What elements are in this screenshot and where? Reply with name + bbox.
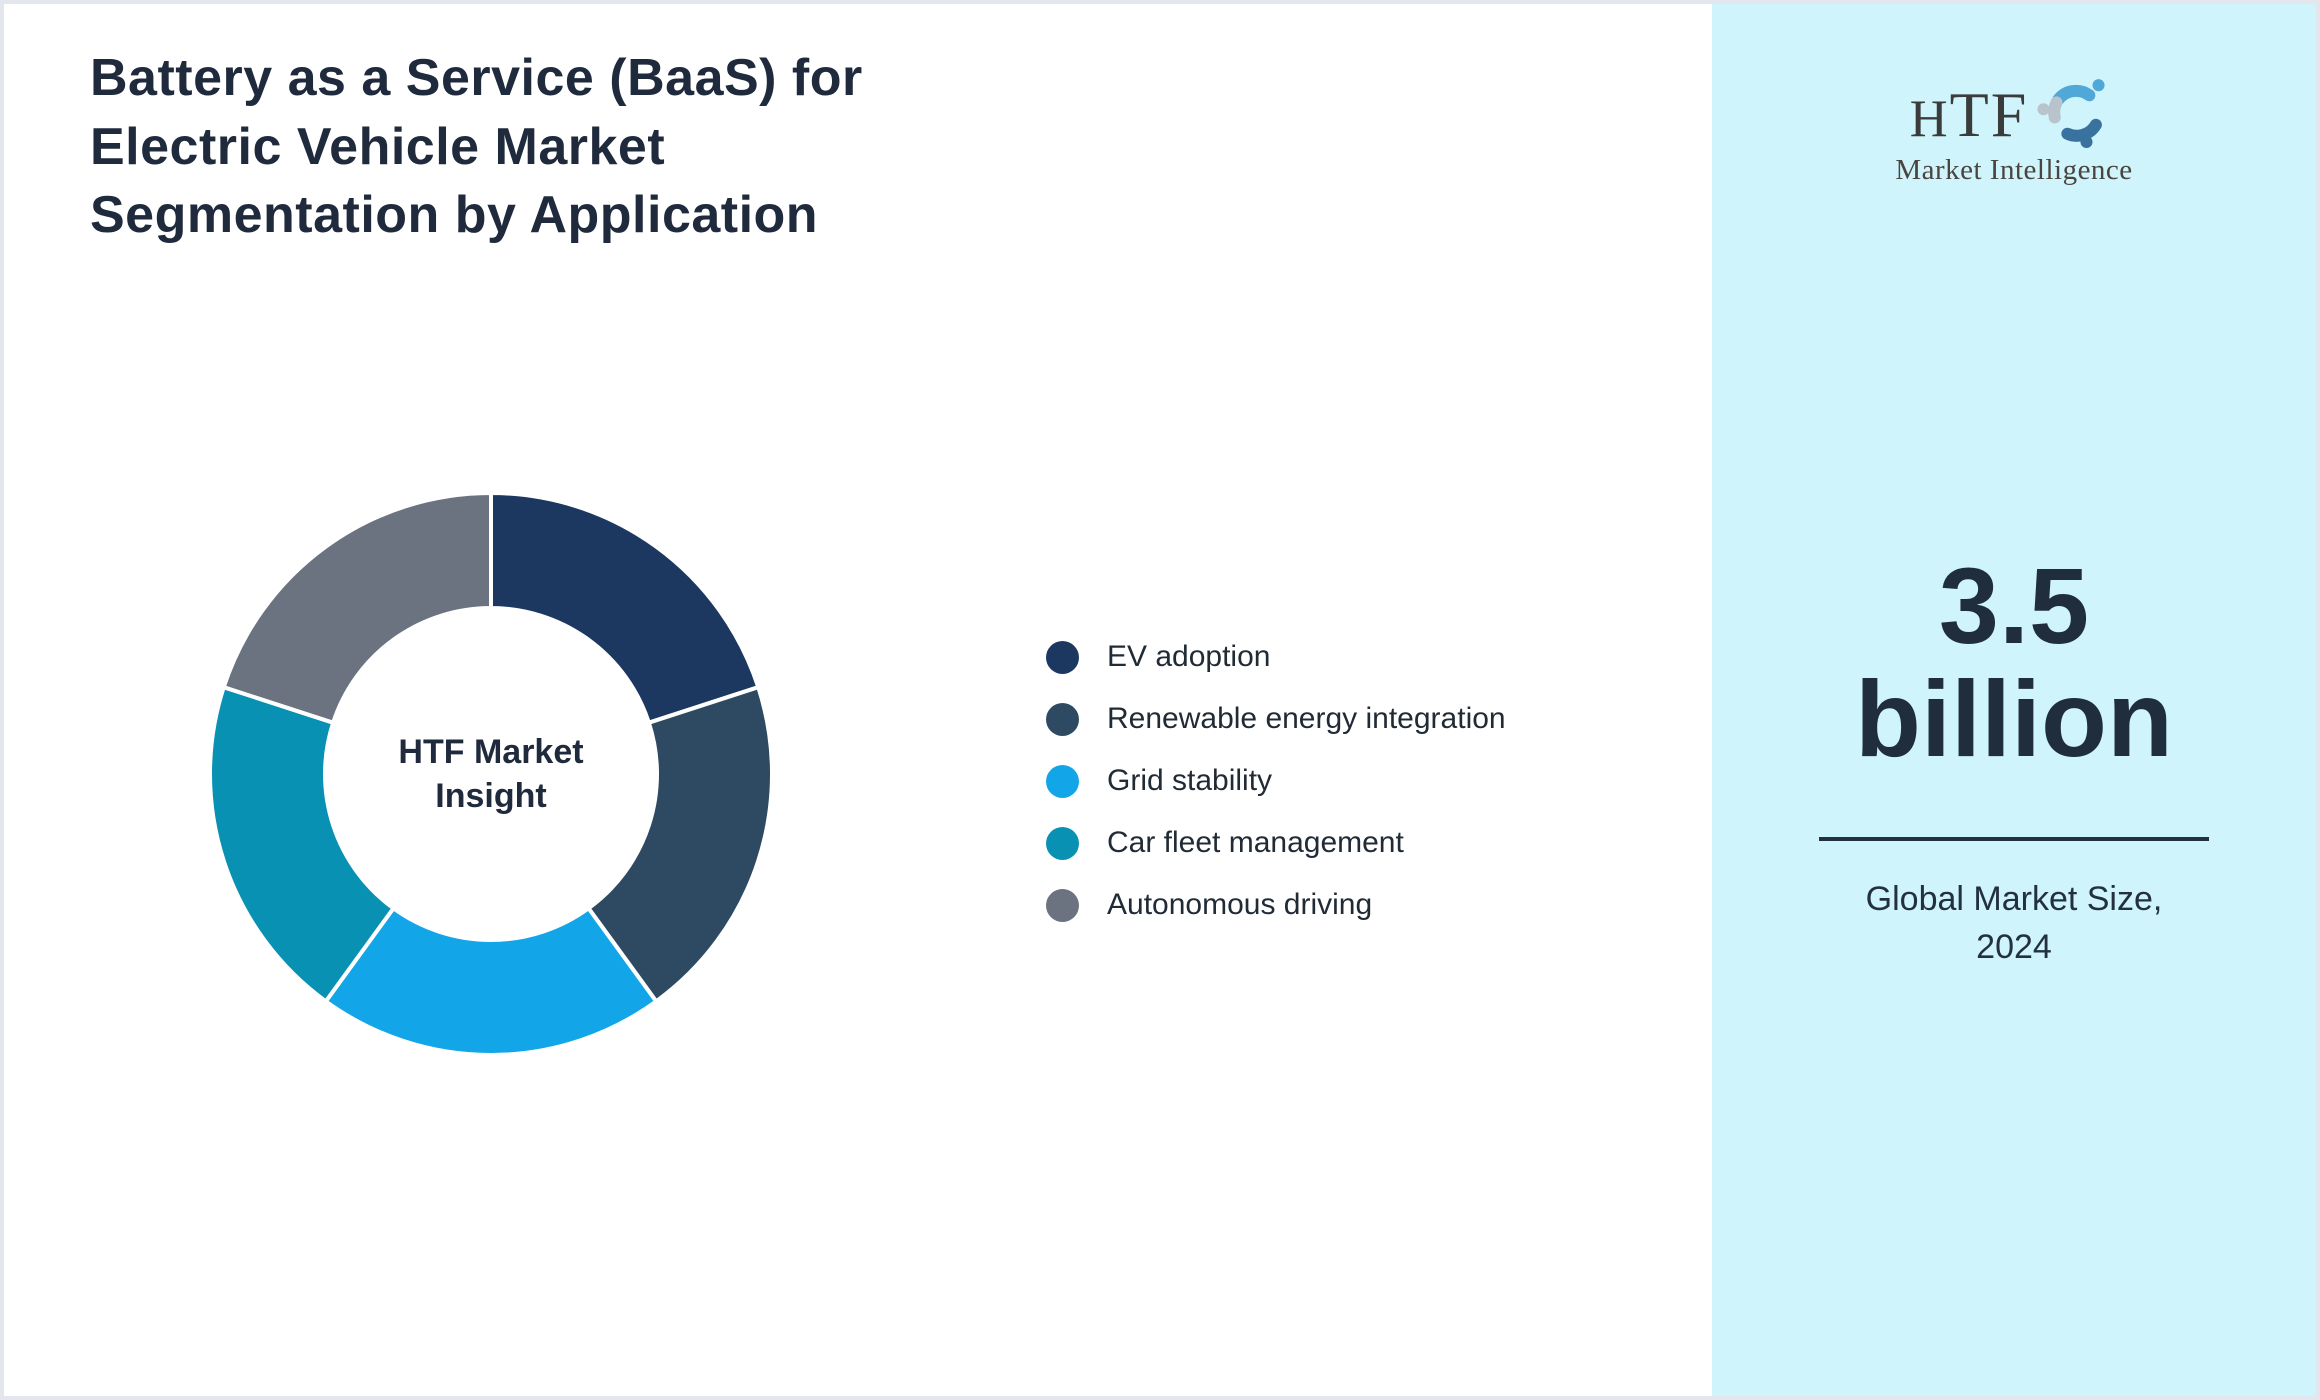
market-size-caption: Global Market Size,2024 bbox=[1865, 880, 2163, 966]
legend-color-swatch bbox=[1046, 764, 1079, 798]
legend-label: Autonomous driving bbox=[1107, 888, 1373, 921]
htf-logo: HTF Market Intelligence bbox=[1895, 76, 2132, 187]
donut-slice-autonomous-driving bbox=[221, 490, 493, 726]
legend-item-ev-adoption: EV adoption bbox=[1046, 626, 1506, 688]
legend-label: EV adoption bbox=[1107, 640, 1271, 673]
legend-item-autonomous-driving: Autonomous driving bbox=[1046, 874, 1506, 936]
donut-center-label: HTF Market Insight bbox=[398, 732, 584, 815]
htf-logo-subtext: Market Intelligence bbox=[1895, 154, 2133, 186]
donut-slice-ev-adoption bbox=[489, 490, 761, 726]
legend-label: Car fleet management bbox=[1107, 826, 1404, 859]
donut-slice-car-fleet-management bbox=[208, 684, 397, 1005]
donut-slice-renewable-energy-integration bbox=[585, 684, 774, 1005]
swirl-dot-1 bbox=[2092, 79, 2105, 92]
htf-logo-swirl-icon bbox=[2037, 79, 2105, 148]
legend-color-swatch bbox=[1046, 640, 1079, 674]
swirl-dot-3 bbox=[2037, 103, 2050, 116]
legend-color-swatch bbox=[1046, 702, 1079, 736]
donut-slice-grid-stability bbox=[323, 905, 659, 1057]
legend-color-swatch bbox=[1046, 826, 1079, 860]
legend-label: Grid stability bbox=[1107, 764, 1273, 797]
legend-item-renewable-energy-integration: Renewable energy integration bbox=[1046, 688, 1506, 750]
donut-chart-svg bbox=[208, 490, 774, 1057]
htf-logo-top: HTF bbox=[1895, 76, 2132, 154]
htf-logo-text: HTF bbox=[1909, 79, 2029, 150]
legend-item-grid-stability: Grid stability bbox=[1046, 750, 1506, 812]
swirl-figure-3 bbox=[2048, 96, 2063, 124]
legend-label: Renewable energy integration bbox=[1107, 702, 1506, 735]
swirl-figure-2 bbox=[2061, 118, 2102, 142]
swirl-figure-1 bbox=[2052, 84, 2096, 106]
legend-color-swatch bbox=[1046, 888, 1079, 922]
legend-item-car-fleet-management: Car fleet management bbox=[1046, 812, 1506, 874]
market-size-divider bbox=[1819, 837, 2209, 841]
swirl-dot-2 bbox=[2080, 135, 2093, 148]
donut-chart: HTF Market Insight bbox=[201, 484, 781, 1064]
